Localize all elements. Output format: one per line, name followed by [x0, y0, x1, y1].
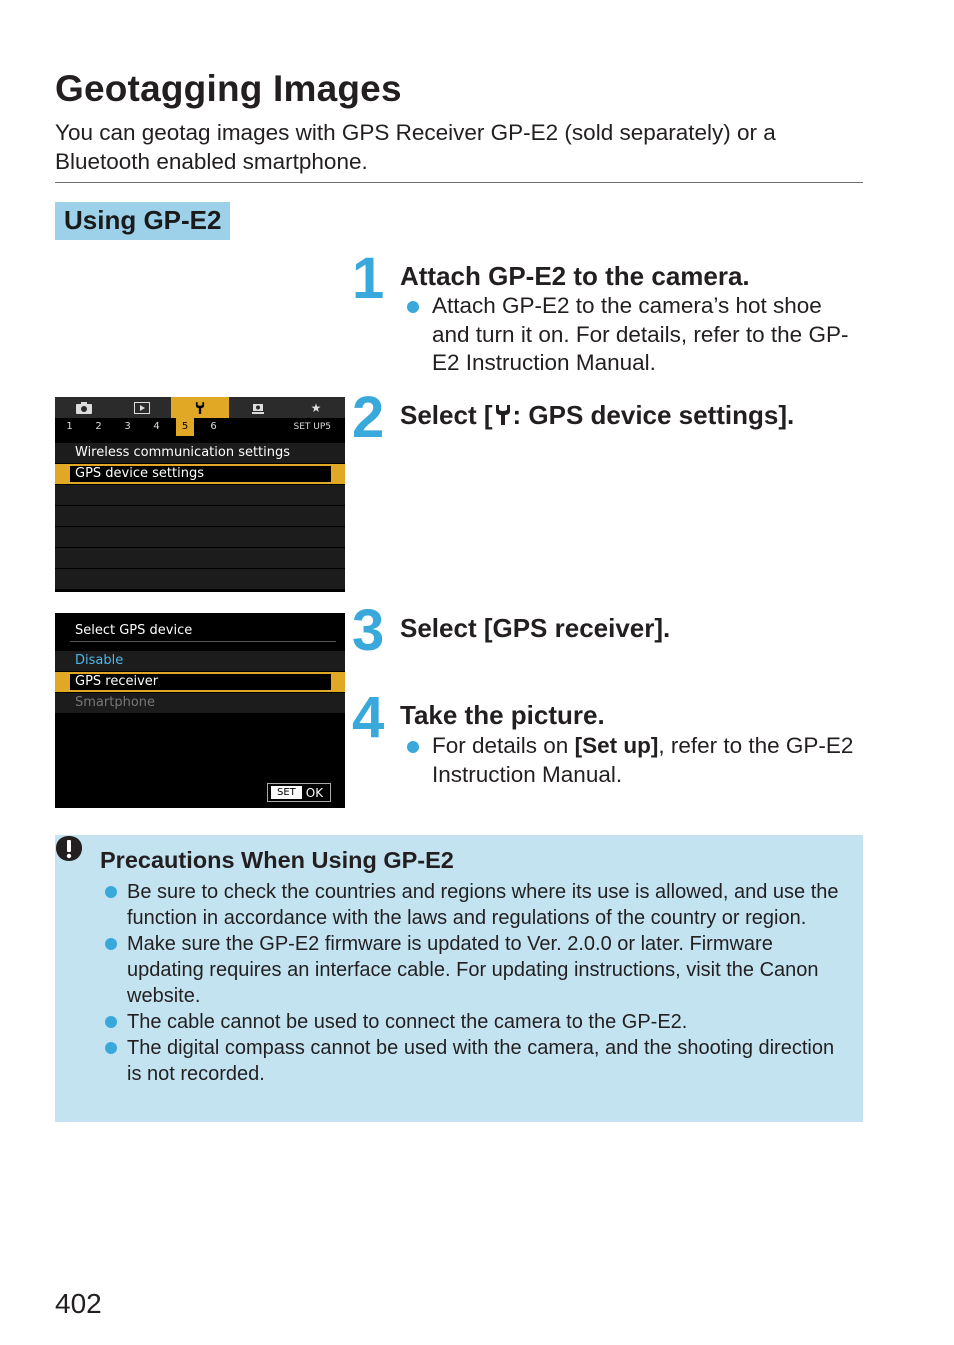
step-2-title-post: : GPS device settings]. — [512, 400, 795, 430]
ok-label: OK — [305, 785, 324, 800]
screen-title: Select GPS device — [75, 623, 193, 638]
page-number: 402 — [55, 1288, 102, 1319]
precautions-title: Precautions When Using GP-E2 — [100, 847, 454, 873]
menu-item-empty — [55, 569, 345, 590]
menu-tabs: ★ — [55, 397, 345, 418]
option-disable[interactable]: Disable — [55, 651, 345, 672]
list-item: The digital compass cannot be used with … — [103, 1035, 853, 1087]
menu-item-empty — [55, 527, 345, 548]
option-gps-receiver[interactable]: GPS receiver — [55, 672, 345, 693]
list-item: Be sure to check the countries and regio… — [103, 879, 853, 931]
menu-item-empty — [55, 548, 345, 569]
subtab-1[interactable]: 1 — [66, 421, 73, 432]
step-1-bullet: Attach GP-E2 to the camera’s hot shoe an… — [405, 292, 860, 378]
step-4-number: 4 — [352, 685, 385, 750]
set-label: SET — [271, 786, 302, 799]
step-2-title-pre: Select [ — [400, 400, 493, 430]
precautions-list: Be sure to check the countries and regio… — [103, 879, 853, 1087]
step-4-title: Take the picture. — [400, 700, 605, 730]
playback-icon — [134, 401, 150, 414]
menu-item-wireless[interactable]: Wireless communication settings — [55, 443, 345, 464]
divider — [55, 182, 863, 183]
intro-text: You can geotag images with GPS Receiver … — [55, 120, 776, 174]
step-4-bullet: For details on [Set up], refer to the GP… — [405, 732, 860, 789]
subtab-2[interactable]: 2 — [95, 421, 102, 432]
my-menu-tab[interactable]: ★ — [287, 397, 345, 418]
section-heading: Using GP-E2 — [55, 202, 231, 240]
precautions-box: Precautions When Using GP-E2 Be sure to … — [55, 835, 863, 1122]
camera-menu-screen: ★ 1 2 3 4 5 6 SET UP5 Wireless communica… — [55, 397, 345, 592]
playback-tab[interactable] — [113, 397, 171, 418]
star-icon: ★ — [310, 400, 322, 415]
subtab-5[interactable]: 5 — [176, 418, 194, 436]
list-item: Make sure the GP-E2 firmware is updated … — [103, 931, 853, 1009]
menu-item-gps[interactable]: GPS device settings — [55, 464, 345, 485]
option-smartphone[interactable]: Smartphone — [55, 693, 345, 714]
step-4-body: For details on [Set up], refer to the GP… — [405, 732, 860, 789]
list-item: The cable cannot be used to connect the … — [103, 1009, 853, 1035]
divider — [70, 641, 336, 642]
subtab-6[interactable]: 6 — [210, 421, 217, 432]
custom-functions-icon — [252, 404, 264, 414]
wrench-icon — [195, 401, 205, 414]
subtab-3[interactable]: 3 — [124, 421, 131, 432]
menu-item-empty — [55, 485, 345, 506]
wrench-icon — [495, 405, 510, 425]
step-1-body: Attach GP-E2 to the camera’s hot shoe an… — [405, 292, 860, 378]
step-2-title: Select [ : GPS device settings]. — [400, 400, 794, 430]
step-3-number: 3 — [352, 598, 385, 663]
menu-subtabs: 1 2 3 4 5 6 SET UP5 — [55, 418, 345, 436]
menu-item-empty — [55, 506, 345, 527]
subtab-4[interactable]: 4 — [153, 421, 160, 432]
caution-icon — [56, 836, 82, 861]
step-1-number: 1 — [352, 246, 385, 311]
setup-tab[interactable] — [171, 397, 229, 418]
gps-device-screen: Select GPS device Disable GPS receiver S… — [55, 613, 345, 808]
step-1-title: Attach GP-E2 to the camera. — [400, 261, 750, 291]
shooting-tab[interactable] — [55, 397, 113, 418]
set-ok-button[interactable]: SET OK — [267, 783, 331, 802]
step-2-number: 2 — [352, 385, 385, 450]
setup-page-label: SET UP5 — [293, 422, 332, 432]
page-title: Geotagging Images — [55, 68, 402, 109]
step-3-title: Select [GPS receiver]. — [400, 613, 671, 643]
custom-tab[interactable] — [229, 397, 287, 418]
camera-icon — [76, 401, 92, 414]
